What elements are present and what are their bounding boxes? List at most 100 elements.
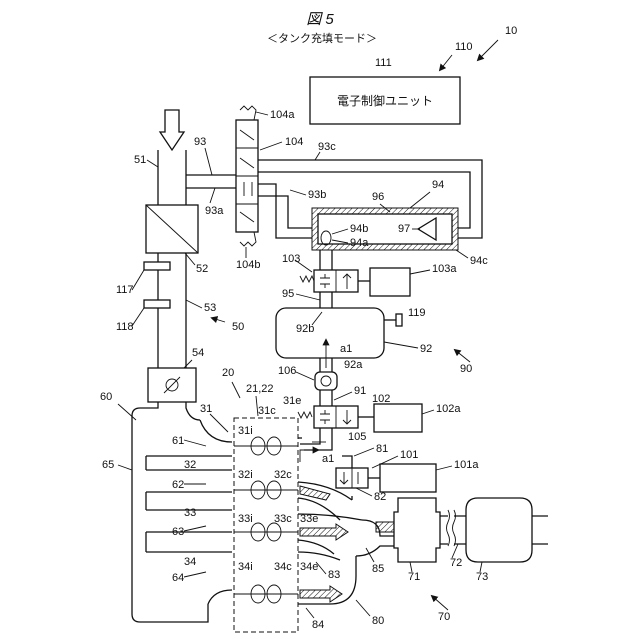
valve-103 bbox=[300, 268, 410, 296]
ecu-text: 電子制御ユニット bbox=[337, 93, 433, 108]
engine-block-20 bbox=[234, 418, 298, 632]
runner-64-bottom bbox=[208, 590, 232, 604]
leader-70 bbox=[432, 596, 448, 610]
label-61: 61 bbox=[172, 435, 184, 447]
air-cleaner bbox=[146, 205, 198, 253]
label-111: 111 bbox=[375, 57, 392, 69]
leader-51 bbox=[147, 160, 158, 167]
cylinder-31 bbox=[234, 437, 298, 455]
label-82: 82 bbox=[374, 491, 386, 503]
switching-valve-104 bbox=[236, 106, 258, 246]
label-52: 52 bbox=[196, 263, 208, 275]
canister-94 bbox=[312, 208, 458, 250]
label-21-22: 21,22 bbox=[246, 383, 274, 395]
label-94b: 94b bbox=[350, 223, 368, 235]
label-31e: 31e bbox=[283, 395, 301, 407]
label-119: 119 bbox=[408, 307, 426, 319]
leader-50 bbox=[212, 318, 225, 322]
label-84: 84 bbox=[312, 619, 324, 631]
throttle-54 bbox=[148, 368, 196, 402]
label-83: 83 bbox=[328, 569, 340, 581]
leader-94 bbox=[410, 192, 430, 208]
purge-line-93b-outer bbox=[258, 184, 312, 238]
label-62: 62 bbox=[172, 479, 184, 491]
leader-103 bbox=[295, 260, 312, 272]
leader-54 bbox=[184, 360, 192, 368]
label-32c: 32c bbox=[274, 469, 292, 481]
leader-90 bbox=[455, 350, 470, 362]
figure-title: 図 5 bbox=[306, 11, 334, 28]
leader-93a bbox=[210, 188, 215, 203]
label-118: 118 bbox=[116, 321, 134, 333]
label-104a: 104a bbox=[270, 109, 295, 121]
label-54: 54 bbox=[192, 347, 204, 359]
leader-117 bbox=[132, 270, 144, 290]
label-33i: 33i bbox=[238, 513, 253, 525]
flow-arrow-32 bbox=[300, 486, 330, 500]
sensor-117 bbox=[144, 262, 170, 270]
label-94a: 94a bbox=[350, 237, 369, 249]
label-93: 93 bbox=[194, 136, 206, 148]
intake-manifold-inner-top bbox=[186, 402, 200, 420]
leader-65 bbox=[118, 465, 132, 470]
leader-93b bbox=[290, 190, 306, 195]
label-10: 10 bbox=[505, 25, 517, 37]
label-110: 110 bbox=[455, 41, 473, 53]
label-92a: 92a bbox=[344, 359, 363, 371]
leader-84 bbox=[306, 608, 314, 618]
leader-64 bbox=[184, 572, 206, 577]
leader-80 bbox=[356, 600, 370, 616]
label-34e: 34e bbox=[300, 561, 318, 573]
label-20: 20 bbox=[222, 367, 234, 379]
purge-line-93b-inner bbox=[258, 196, 312, 228]
leader-106 bbox=[296, 372, 314, 380]
label-97: 97 bbox=[398, 223, 410, 235]
leader-20 bbox=[232, 382, 240, 398]
label-95: 95 bbox=[282, 288, 294, 300]
label-31i: 31i bbox=[238, 425, 253, 437]
leader-93c bbox=[315, 152, 320, 160]
ecu-box: 電子制御ユニット bbox=[310, 77, 460, 124]
label-72: 72 bbox=[450, 557, 462, 569]
leader-104 bbox=[260, 142, 282, 150]
label-a1-mid: a1 bbox=[322, 453, 334, 465]
leader-102a bbox=[422, 410, 434, 414]
leader-104a bbox=[256, 112, 268, 115]
label-104: 104 bbox=[285, 136, 303, 148]
cylinder-32 bbox=[234, 481, 298, 499]
label-33c: 33c bbox=[274, 513, 292, 525]
label-106: 106 bbox=[278, 365, 296, 377]
label-64: 64 bbox=[172, 572, 184, 584]
flow-arrow-33 bbox=[300, 524, 348, 540]
label-34i: 34i bbox=[238, 561, 253, 573]
flow-arrow-a1-mid bbox=[300, 450, 318, 462]
line-81 bbox=[342, 456, 352, 468]
line-105-inner bbox=[304, 428, 332, 450]
label-70: 70 bbox=[438, 611, 450, 623]
label-73: 73 bbox=[476, 571, 488, 583]
muffler-73 bbox=[466, 498, 532, 562]
leader-53 bbox=[186, 300, 202, 308]
leader-10 bbox=[478, 40, 498, 60]
leader-93 bbox=[205, 148, 212, 175]
label-94: 94 bbox=[432, 179, 444, 191]
exhaust-collector-bottom bbox=[356, 546, 398, 556]
leader-94c bbox=[456, 250, 468, 258]
label-93c: 93c bbox=[318, 141, 336, 153]
mode-caption: ＜タンク充填モード＞ bbox=[267, 31, 377, 45]
label-31: 31 bbox=[200, 403, 212, 415]
cylinder-34 bbox=[234, 585, 298, 603]
leader-72 bbox=[452, 544, 458, 558]
label-91: 91 bbox=[354, 385, 366, 397]
label-33: 33 bbox=[184, 507, 196, 519]
intake-inlet bbox=[158, 110, 186, 205]
label-102a: 102a bbox=[436, 403, 461, 415]
label-32: 32 bbox=[184, 459, 196, 471]
label-50: 50 bbox=[232, 321, 244, 333]
cylinder-33 bbox=[234, 523, 298, 541]
leader-61 bbox=[184, 440, 206, 446]
label-90: 90 bbox=[460, 363, 472, 375]
label-a1-top: a1 bbox=[340, 343, 352, 355]
leader-118 bbox=[132, 308, 144, 326]
